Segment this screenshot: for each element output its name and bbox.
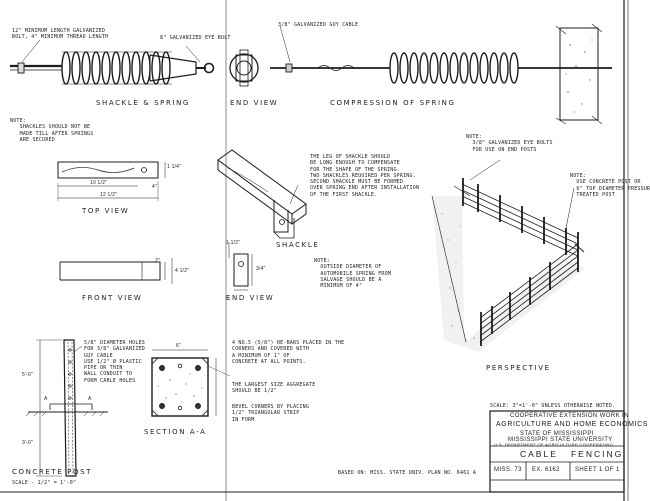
tb-title: CABLE FENCING <box>520 449 624 459</box>
holes-note: 5/8" DIAMETER HOLES FOR 3/8" GALVANIZED … <box>84 340 145 384</box>
rebars-note: 4 NO.5 (5/8") RE-BARS PLACED IN THE CORN… <box>232 340 345 365</box>
tb-line4: MISSISSIPPI STATE UNIVERSITY <box>508 437 613 443</box>
dim-3-quarter: 3/4" <box>256 266 266 272</box>
concrete-post-scale: SCALE - 1/2" = 1'-0" <box>12 480 77 486</box>
section-mark-a1: A <box>44 396 48 402</box>
perspective-drawing <box>431 159 586 352</box>
end-view-mid-title: END VIEW <box>226 294 275 302</box>
dim-1-quarter: 1 1/4" <box>167 164 182 170</box>
shackle-leg-note: THE LEG OF SHACKLE SHOULD BE LONG ENOUGH… <box>310 154 420 198</box>
shackle-iso-drawing <box>217 149 307 239</box>
dim-5-0: 5'-0" <box>22 372 33 378</box>
scale-note: SCALE: 3"=1'-0" UNLESS OTHERWISE NOTED. <box>490 403 616 409</box>
concrete-post-drawing <box>25 339 108 477</box>
shackle-spring-title: SHACKLE & SPRING <box>96 99 190 107</box>
tb-cell-ex: EX. 6162 <box>532 467 560 473</box>
dim-6: 6" <box>176 343 181 349</box>
tb-cell-miss: MISS. 73 <box>494 467 522 473</box>
bevel-note: BEVEL CORNERS BY PLACING 1/2" TRIANGULAR… <box>232 404 310 423</box>
note-eye-bolts: NOTE: 3/8" GALVANIZED EYE BOLTS FOR USE … <box>466 134 553 153</box>
dim-4-half: 4 1/2" <box>175 268 190 274</box>
compression-title: COMPRESSION OF SPRING <box>330 99 456 107</box>
front-view-title: FRONT VIEW <box>82 294 143 302</box>
section-aa-drawing <box>151 349 231 417</box>
tb-cell-sheet: SHEET 1 OF 1 <box>575 467 620 473</box>
tb-line2: AGRICULTURE AND HOME ECONOMICS <box>496 421 649 428</box>
aggregate-note: THE LARGEST SIZE AGGREGATE SHOULD BE 1/2… <box>232 382 316 395</box>
tb-line1: COOPERATIVE EXTENSION WORK IN <box>510 413 629 419</box>
dim-3-0: 3'-0" <box>22 440 33 446</box>
note-spring: NOTE: OUTSIDE DIAMETER OF AUTOMOBILE SPR… <box>314 258 392 289</box>
top-view-title: TOP VIEW <box>82 207 130 215</box>
compression-drawing <box>270 23 612 125</box>
front-view-drawing <box>59 258 173 284</box>
shackle-spring-drawing <box>10 39 215 85</box>
dim-12-half: 12 1/2" <box>100 192 118 198</box>
eye-bolt-label: 8" GALVANIZED EYE BOLT <box>160 35 231 41</box>
section-mark-a2: A <box>88 396 92 402</box>
tb-line3: STATE OF MISSISSIPPI <box>520 431 594 437</box>
tb-line5: U.S. DEPARTMENT OF AGRICULTURE COOPERATI… <box>494 442 614 447</box>
dim-4-top: 4" <box>152 184 157 190</box>
end-view-mid-drawing <box>228 242 253 291</box>
perspective-title: PERSPECTIVE <box>486 364 551 372</box>
note-shackles: NOTE: SHACKLES SHOULD NOT BE MADE TILL A… <box>10 118 94 143</box>
bolt-note: 12" MINIMUM LENGTH GALVANIZED BOLT, 4" M… <box>12 28 109 41</box>
dim-1-half: 1 1/2" <box>226 240 241 246</box>
dim-2: 2" <box>155 258 160 264</box>
note-post: NOTE: USE CONCRETE POST OR 6" TOP DIAMET… <box>570 173 650 198</box>
concrete-post-title: CONCRETE POST <box>12 468 92 476</box>
shackle-title: SHACKLE <box>276 241 320 249</box>
based-on-note: BASED ON: MISS. STATE UNIV. PLAN NO. 646… <box>338 470 477 476</box>
title-block-frame <box>489 410 625 493</box>
end-view-top-drawing <box>229 49 259 87</box>
dim-10-half: 10 1/2" <box>90 180 108 186</box>
section-title: SECTION A-A <box>144 428 207 436</box>
guy-cable-label: 3/8" GALVANIZED GUY CABLE <box>278 22 359 28</box>
top-view-drawing <box>57 161 166 201</box>
end-view-top-title: END VIEW <box>230 99 279 107</box>
